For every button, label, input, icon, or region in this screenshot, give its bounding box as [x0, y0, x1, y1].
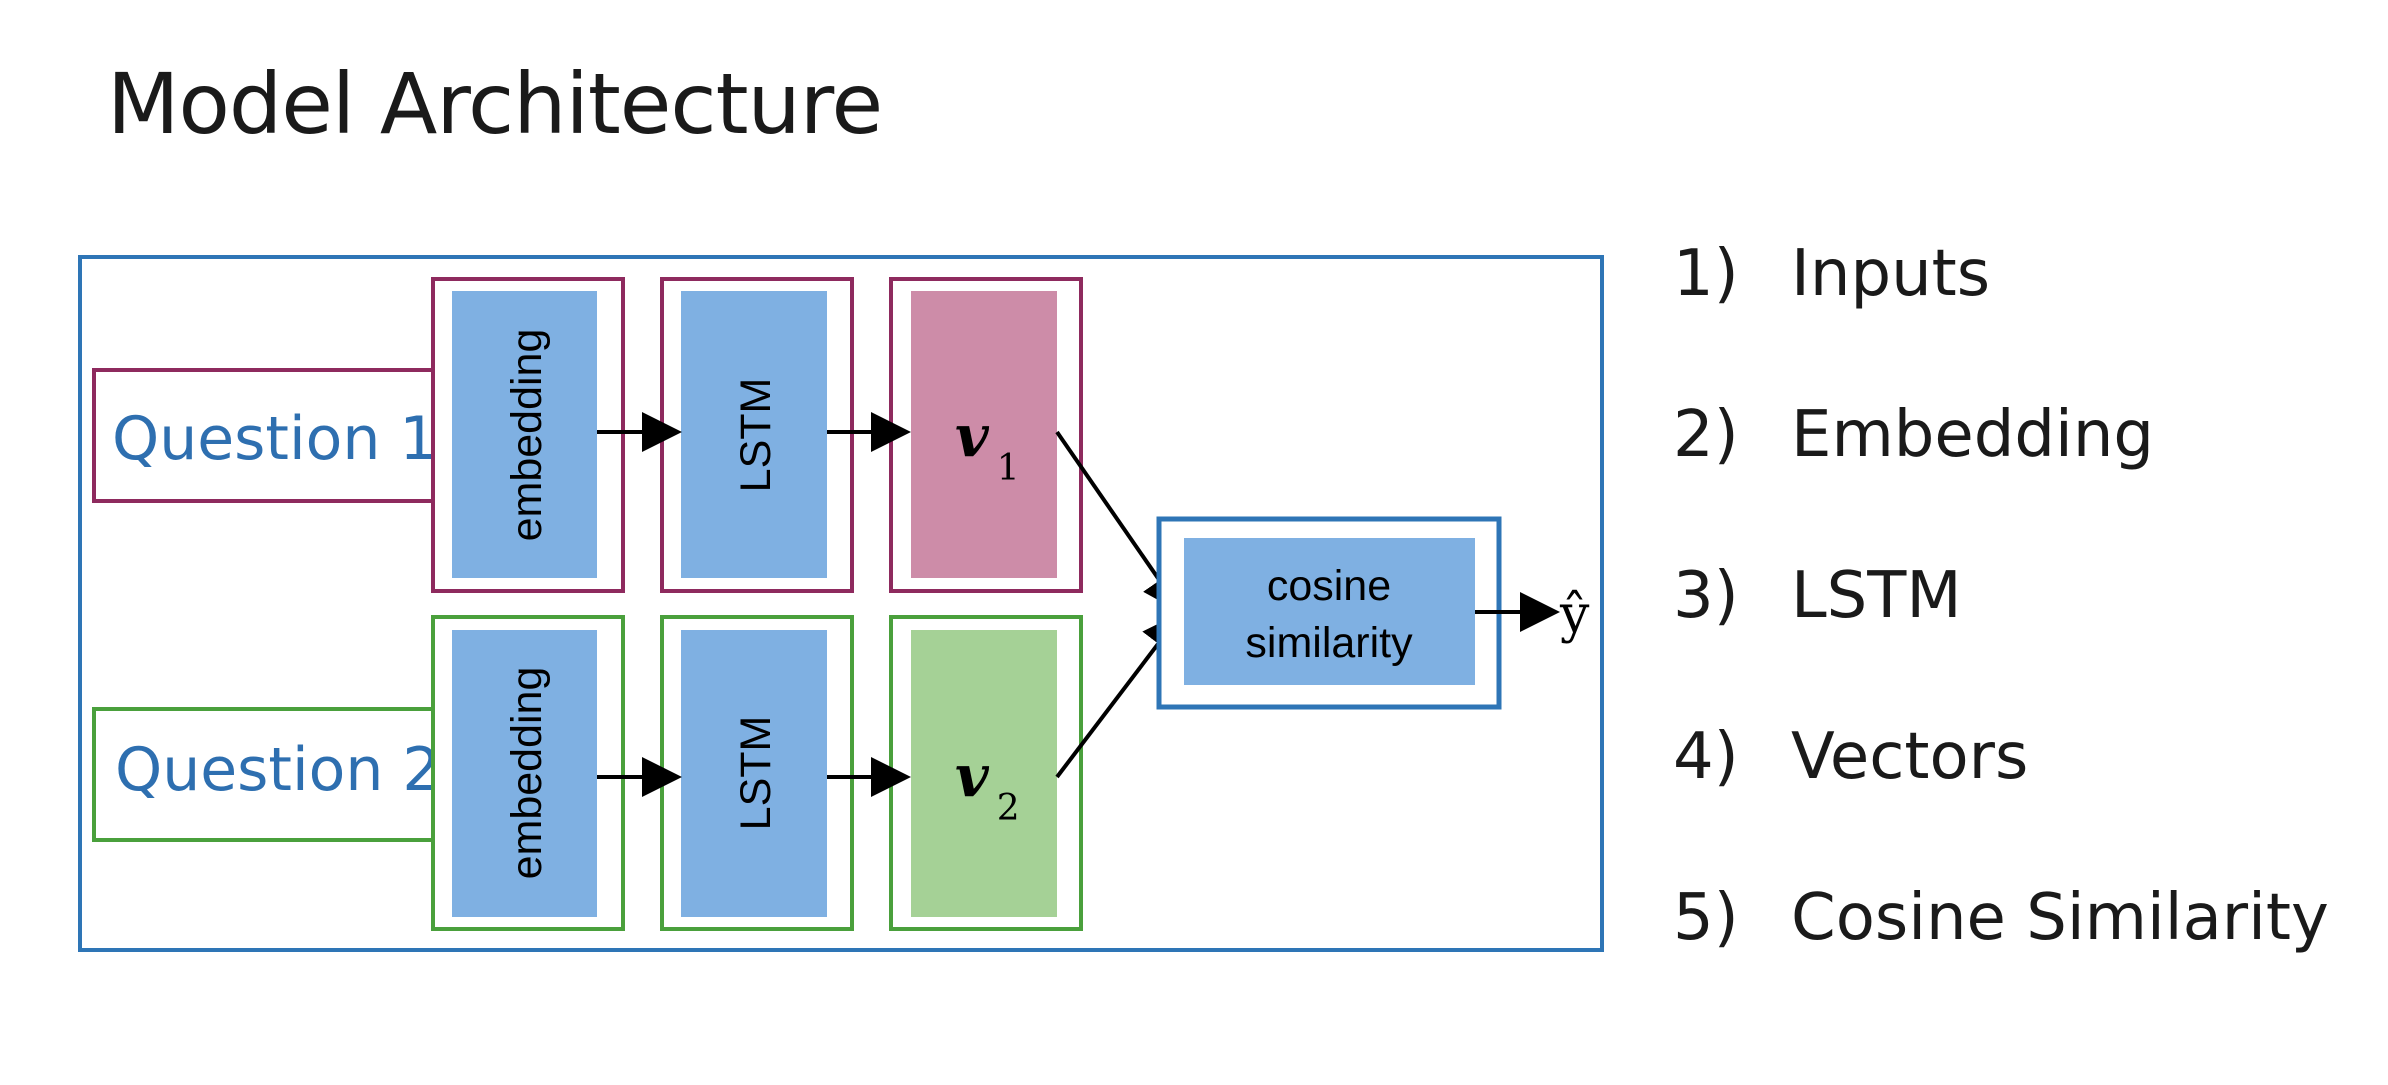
step-label: LSTM	[1791, 559, 1962, 633]
question-1-input-box	[92, 368, 435, 503]
lstm-block-1	[681, 291, 827, 578]
lstm-label-2: LSTM	[732, 716, 780, 831]
step-number: 5)	[1673, 881, 1739, 955]
step-item-inputs: 1) Inputs	[1673, 232, 2329, 393]
embedding-block-2	[452, 630, 597, 917]
vector-v2-symbol: v	[955, 742, 990, 810]
embedding-block-1	[452, 291, 597, 578]
vector-block-2	[911, 630, 1057, 917]
lstm-block-2	[681, 630, 827, 917]
step-item-embedding: 2) Embedding	[1673, 393, 2329, 554]
lstm-label-1: LSTM	[732, 378, 780, 493]
step-item-lstm: 3) LSTM	[1673, 554, 2329, 715]
cosine-similarity-label-line-2: similarity	[1245, 619, 1413, 667]
embedding-label-2: embedding	[503, 667, 551, 880]
vector-v2-subscript: 2	[997, 788, 1020, 829]
cosine-similarity-label-line-1: cosine	[1267, 562, 1391, 610]
cosine-similarity-block	[1184, 538, 1475, 685]
question-2-input-box	[92, 707, 435, 842]
step-list: 1) Inputs 2) Embedding 3) LSTM 4) Vectors 5)…	[1673, 232, 2329, 1037]
step-label: Cosine Similarity	[1791, 881, 2329, 955]
vector-v1-symbol: v	[955, 402, 990, 470]
step-label: Inputs	[1791, 237, 1991, 311]
diagram-frame	[78, 255, 1604, 952]
step-number: 1)	[1673, 237, 1739, 311]
step-number: 4)	[1673, 720, 1739, 794]
step-label: Embedding	[1791, 398, 2154, 472]
question-1-label: Question 1	[112, 404, 438, 474]
step-item-cosine-similarity: 5) Cosine Similarity	[1673, 876, 2329, 1037]
step-number: 2)	[1673, 398, 1739, 472]
vector-block-1	[911, 291, 1057, 578]
slide-title: Model Architecture	[107, 55, 883, 153]
step-number: 3)	[1673, 559, 1739, 633]
vector-v1-subscript: 1	[997, 448, 1020, 489]
question-2-label: Question 2	[115, 735, 441, 805]
output-y-hat: ŷ	[1559, 585, 1590, 645]
embedding-label-1: embedding	[503, 329, 551, 542]
step-item-vectors: 4) Vectors	[1673, 715, 2329, 876]
step-label: Vectors	[1791, 720, 2029, 794]
